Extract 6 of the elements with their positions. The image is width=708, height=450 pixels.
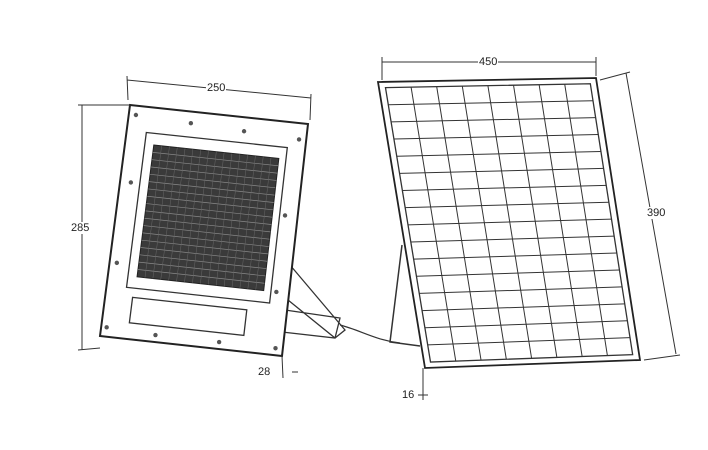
dimension-label: 285 — [70, 222, 90, 234]
dimension-label: 16 — [401, 389, 416, 401]
dimension-label: 28 — [257, 366, 272, 378]
dimension-label: 250 — [206, 82, 226, 94]
dimension-label: 450 — [478, 56, 498, 68]
dimension-label: 390 — [646, 207, 666, 219]
